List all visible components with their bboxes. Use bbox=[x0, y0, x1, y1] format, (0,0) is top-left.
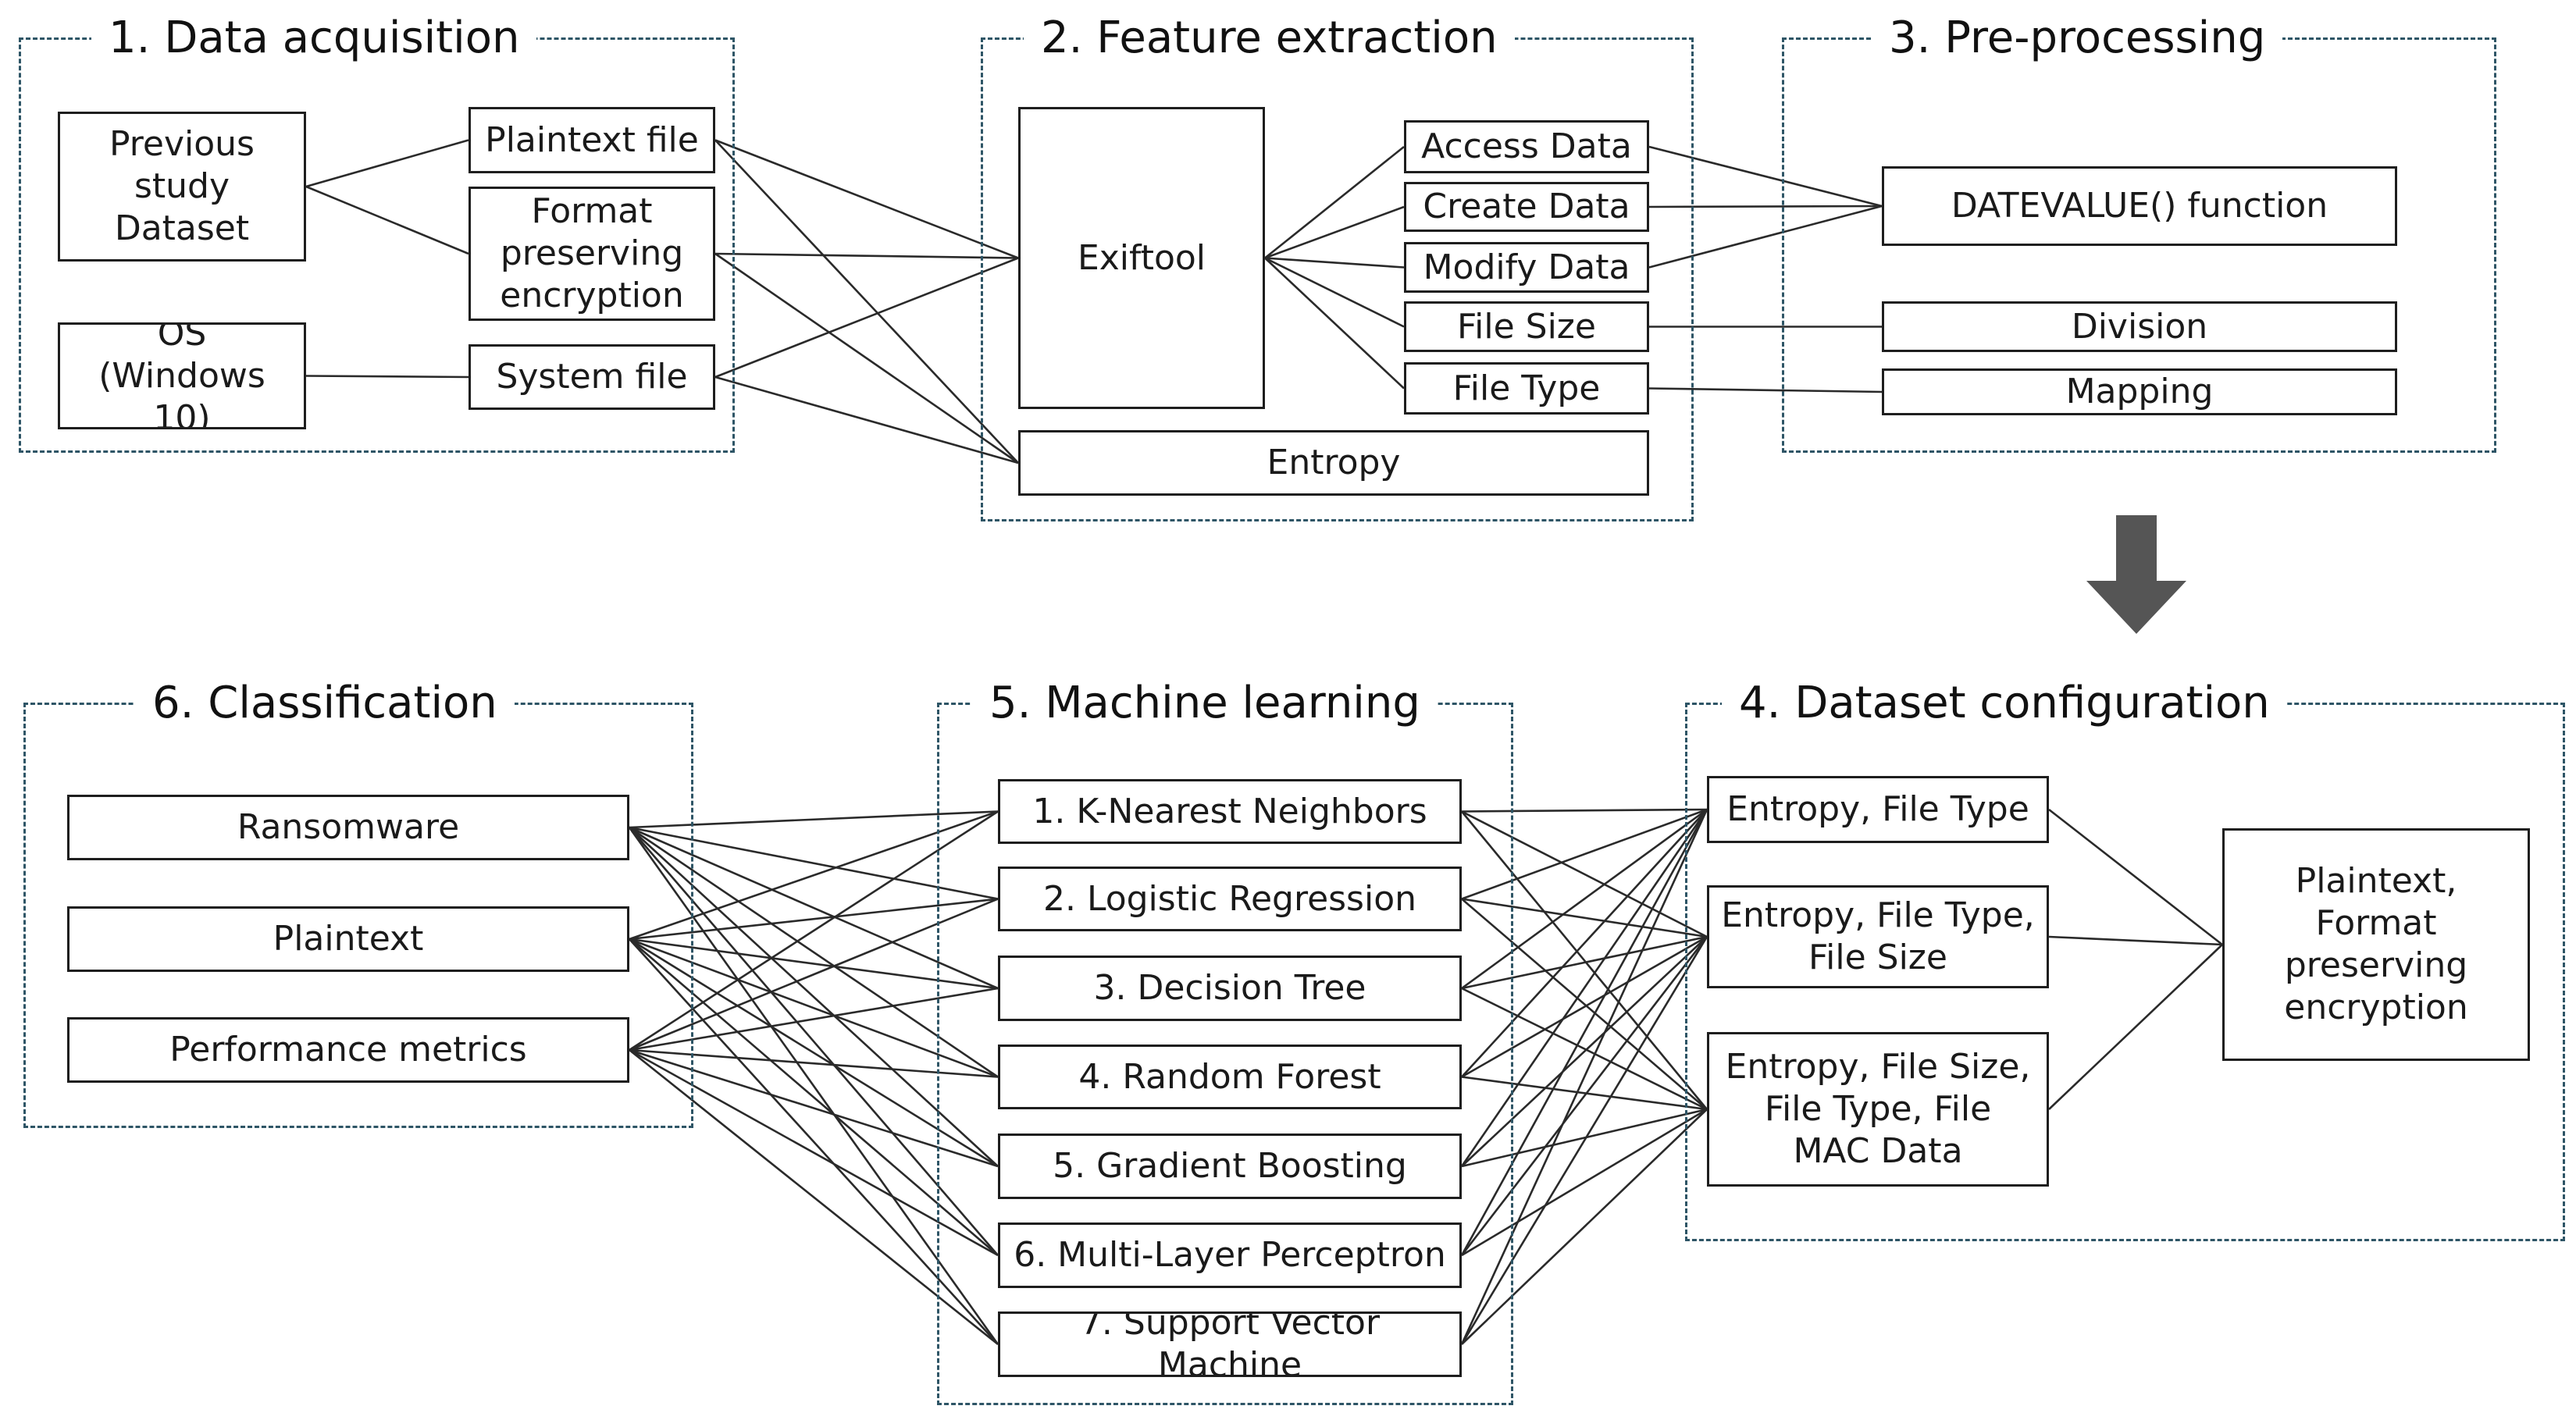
performance-metrics-box: Performance metrics bbox=[67, 1017, 629, 1083]
mapping-box: Mapping bbox=[1882, 368, 2397, 415]
entropy-box: Entropy bbox=[1018, 430, 1649, 496]
entropy-label: Entropy bbox=[1267, 443, 1401, 482]
previous-study-dataset-label: Previous study Dataset bbox=[109, 124, 255, 248]
format-preserving-encryption-label: Format preserving encryption bbox=[500, 191, 684, 315]
datevalue-function-box: DATEVALUE() function bbox=[1882, 166, 2397, 246]
section-dataset-configuration: 4. Dataset configuration bbox=[1685, 676, 2565, 1241]
ransomware-label: Ransomware bbox=[237, 807, 460, 847]
format-preserving-encryption-box: Format preserving encryption bbox=[469, 187, 715, 321]
file-type-label: File Type bbox=[1452, 368, 1601, 408]
file-size-label: File Size bbox=[1457, 306, 1596, 347]
plaintext-box: Plaintext bbox=[67, 906, 629, 972]
section-title-feature-extraction: 2. Feature extraction bbox=[1024, 11, 1515, 66]
modify-data-label: Modify Data bbox=[1423, 247, 1630, 287]
plaintext-file-box: Plaintext file bbox=[469, 107, 715, 173]
section-machine-learning: 5. Machine learning bbox=[937, 676, 1513, 1405]
connector-line-3 bbox=[714, 139, 1019, 259]
exiftool-box: Exiftool bbox=[1018, 107, 1265, 409]
datevalue-function-label: DATEVALUE() function bbox=[1951, 186, 2328, 226]
section-title-classification: 6. Classification bbox=[135, 676, 515, 731]
os-windows-box: OS (Windows 10) bbox=[58, 322, 306, 429]
dataset-entropy-filetype-label: Entropy, File Type bbox=[1726, 789, 2029, 829]
section-title-data-acquisition: 1. Data acquisition bbox=[91, 11, 537, 66]
connector-line-6 bbox=[714, 252, 1019, 464]
ml-gradient-boosting-box: 5. Gradient Boosting bbox=[998, 1134, 1462, 1199]
section-classification: 6. Classification bbox=[23, 676, 693, 1128]
plaintext-file-label: Plaintext file bbox=[485, 119, 699, 160]
access-data-box: Access Data bbox=[1404, 120, 1649, 173]
previous-study-dataset-box: Previous study Dataset bbox=[58, 112, 306, 262]
connector-line-7 bbox=[714, 257, 1019, 379]
plaintext-fpe-target-label: Plaintext, Format preserving encryption bbox=[2284, 861, 2468, 1027]
dataset-entropy-filetype-filesize-label: Entropy, File Type, File Size bbox=[1721, 895, 2035, 977]
system-file-box: System file bbox=[469, 344, 715, 410]
ml-knn-label: 1. K-Nearest Neighbors bbox=[1032, 791, 1427, 831]
ml-random-forest-box: 4. Random Forest bbox=[998, 1045, 1462, 1109]
ml-logistic-regression-box: 2. Logistic Regression bbox=[998, 867, 1462, 931]
ml-multi-layer-perceptron-box: 6. Multi-Layer Perceptron bbox=[998, 1222, 1462, 1288]
dataset-entropy-filesize-filetype-mac-label: Entropy, File Size, File Type, File MAC … bbox=[1725, 1047, 2031, 1171]
section-title-dataset-configuration: 4. Dataset configuration bbox=[1722, 676, 2287, 731]
ml-decision-tree-label: 3. Decision Tree bbox=[1093, 968, 1366, 1008]
file-type-box: File Type bbox=[1404, 362, 1649, 415]
access-data-label: Access Data bbox=[1421, 126, 1632, 166]
division-label: Division bbox=[2071, 306, 2208, 347]
modify-data-box: Modify Data bbox=[1404, 242, 1649, 293]
file-size-box: File Size bbox=[1404, 301, 1649, 352]
os-windows-label: OS (Windows 10) bbox=[98, 322, 265, 429]
ml-random-forest-label: 4. Random Forest bbox=[1078, 1056, 1381, 1097]
connector-line-5 bbox=[714, 252, 1019, 259]
section-title-pre-processing: 3. Pre-processing bbox=[1872, 11, 2283, 66]
section-pre-processing: 3. Pre-processing bbox=[1782, 11, 2496, 453]
connector-line-8 bbox=[714, 375, 1019, 464]
section-feature-extraction: 2. Feature extraction bbox=[981, 11, 1694, 521]
ml-decision-tree-box: 3. Decision Tree bbox=[998, 956, 1462, 1021]
ml-multi-layer-perceptron-label: 6. Multi-Layer Perceptron bbox=[1014, 1235, 1446, 1275]
ml-knn-box: 1. K-Nearest Neighbors bbox=[998, 779, 1462, 844]
create-data-label: Create Data bbox=[1423, 187, 1630, 226]
ml-gradient-boosting-label: 5. Gradient Boosting bbox=[1053, 1146, 1407, 1186]
create-data-box: Create Data bbox=[1404, 182, 1649, 232]
down-arrow-icon bbox=[2086, 515, 2186, 634]
dataset-entropy-filesize-filetype-mac-box: Entropy, File Size, File Type, File MAC … bbox=[1707, 1032, 2049, 1187]
plaintext-label: Plaintext bbox=[273, 919, 424, 959]
ml-support-vector-machine-box: 7. Support Vector Machine bbox=[998, 1311, 1462, 1377]
section-title-machine-learning: 5. Machine learning bbox=[972, 676, 1438, 731]
exiftool-label: Exiftool bbox=[1077, 237, 1206, 278]
section-data-acquisition: 1. Data acquisition bbox=[19, 11, 735, 453]
ml-logistic-regression-label: 2. Logistic Regression bbox=[1042, 878, 1417, 919]
connector-line-4 bbox=[714, 139, 1019, 464]
dataset-entropy-filetype-filesize-box: Entropy, File Type, File Size bbox=[1707, 885, 2049, 988]
performance-metrics-label: Performance metrics bbox=[169, 1030, 527, 1069]
ml-support-vector-machine-label: 7. Support Vector Machine bbox=[1079, 1311, 1381, 1377]
dataset-entropy-filetype-box: Entropy, File Type bbox=[1707, 776, 2049, 843]
mapping-label: Mapping bbox=[2065, 372, 2214, 411]
system-file-label: System file bbox=[496, 357, 688, 397]
ransomware-box: Ransomware bbox=[67, 795, 629, 860]
division-box: Division bbox=[1882, 301, 2397, 352]
plaintext-fpe-target-box: Plaintext, Format preserving encryption bbox=[2222, 828, 2530, 1061]
